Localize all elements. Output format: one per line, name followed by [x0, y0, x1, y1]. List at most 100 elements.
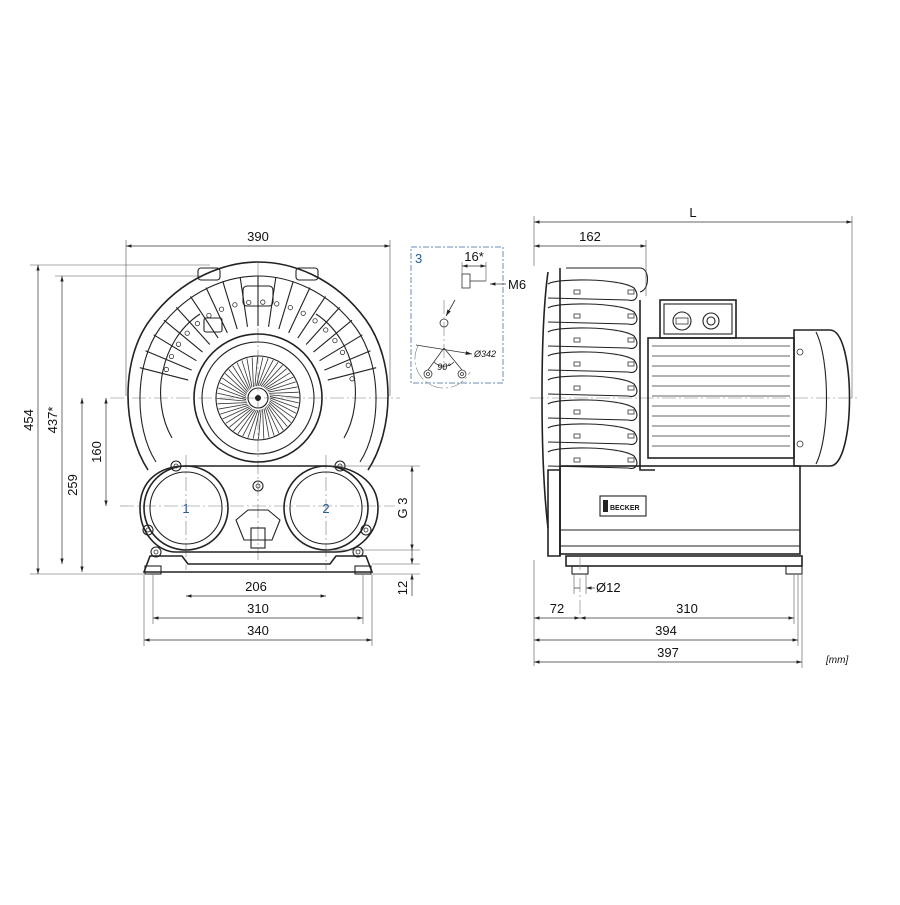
- housing-rib: [205, 287, 228, 334]
- fan-spoke: [216, 398, 247, 402]
- fan-spoke: [264, 407, 275, 436]
- housing-rib: [145, 350, 192, 371]
- fan-spoke: [228, 369, 248, 393]
- fan-spoke: [225, 407, 251, 424]
- fan-spoke: [232, 365, 249, 391]
- fan-spoke: [259, 359, 274, 387]
- dim-height-160: 160: [89, 441, 104, 463]
- housing-rib: [288, 287, 311, 334]
- housing-rib: [153, 334, 197, 362]
- rib-hole: [332, 337, 338, 344]
- fan-spoke: [218, 387, 247, 399]
- fan-spoke: [267, 405, 284, 431]
- rib-hole: [323, 327, 329, 333]
- dim-height-437: 437*: [45, 407, 60, 434]
- housing-fin: [547, 423, 638, 445]
- fan-spoke: [257, 358, 269, 387]
- fan-spoke: [220, 404, 249, 415]
- dim-offset-72: 72: [550, 601, 564, 616]
- fin-slot: [627, 433, 635, 439]
- front-view: 1 2 390 454 437* 259 160 G 3 12: [21, 229, 420, 646]
- rib-hole: [194, 320, 201, 327]
- fan-spoke: [233, 408, 254, 432]
- housing-rib: [239, 277, 249, 327]
- rib-hole: [345, 362, 351, 368]
- dim-base-394: 394: [655, 623, 677, 638]
- housing-fin: [547, 279, 638, 301]
- housing-fin: [547, 399, 638, 421]
- dim-overall-397: 397: [657, 645, 679, 660]
- housing-ribs: [139, 276, 377, 439]
- fan-spoke: [242, 409, 257, 437]
- bolt-head: [142, 524, 154, 536]
- rib-hole: [184, 330, 190, 336]
- housing-rib: [324, 350, 371, 371]
- fan-spoke: [256, 357, 264, 387]
- rib-hole: [349, 376, 355, 382]
- fan-spoke: [262, 364, 283, 388]
- fin-slot: [627, 313, 635, 319]
- bolt-heads: [142, 460, 372, 558]
- dim-foot-12: 12: [395, 581, 410, 595]
- fin-slot: [573, 289, 581, 295]
- fin-slot: [573, 433, 581, 439]
- housing-rib: [267, 277, 277, 327]
- fan-spoke: [269, 391, 299, 394]
- detail-diameter-342: Ø342: [473, 349, 496, 359]
- fan-spoke: [218, 403, 248, 410]
- fin-slot: [627, 409, 635, 415]
- rib-hole: [260, 299, 266, 305]
- housing-fin: [547, 303, 638, 325]
- rib-hole: [287, 304, 293, 311]
- bolt-head: [360, 524, 372, 536]
- housing-fin: [547, 327, 638, 349]
- fan-spoke: [247, 409, 259, 438]
- brand-logo: BECKER: [610, 505, 640, 512]
- housing-rib: [319, 334, 363, 362]
- side-view: BECKER L 162 Ø12 72 310 394 397: [530, 205, 860, 668]
- housing-rib: [175, 306, 211, 345]
- dim-feet-310: 310: [247, 601, 269, 616]
- dim-side-310: 310: [676, 601, 698, 616]
- fin-slot: [573, 409, 581, 415]
- bolt-head: [150, 546, 162, 558]
- fan-spoke: [267, 381, 296, 392]
- port-2-label: 2: [322, 501, 329, 516]
- detail-pin-16: 16*: [464, 249, 484, 264]
- housing-fin: [547, 375, 638, 397]
- bolt-head: [252, 480, 264, 492]
- fin-slot: [627, 457, 635, 463]
- fan-spokes: [216, 356, 300, 440]
- housing-fins: [547, 279, 638, 469]
- dim-base-340: 340: [247, 623, 269, 638]
- fan-spoke: [229, 408, 253, 428]
- fan-spoke: [237, 409, 256, 434]
- fan-spoke: [219, 382, 247, 397]
- dim-depth-162: 162: [579, 229, 601, 244]
- fan-spoke: [222, 377, 247, 396]
- dim-width-390: 390: [247, 229, 269, 244]
- fan-spoke: [252, 409, 260, 439]
- units-label: [mm]: [825, 655, 848, 666]
- fan-spoke: [217, 402, 247, 405]
- housing-rib: [139, 367, 189, 381]
- rib-hole: [339, 349, 346, 356]
- fan-spoke: [268, 403, 288, 427]
- fan-spoke: [236, 362, 250, 390]
- housing-rib: [222, 281, 238, 330]
- fan-spoke: [269, 399, 297, 414]
- fin-slot: [627, 289, 635, 295]
- rib-hole: [175, 341, 182, 347]
- bolt-center: [173, 463, 179, 469]
- fin-slot: [573, 337, 581, 343]
- fin-slot: [573, 457, 581, 463]
- inner-ring-left: [160, 313, 201, 439]
- bolt-center: [153, 549, 159, 555]
- bolt-head: [170, 460, 182, 472]
- detail-angle-90: 90°: [437, 362, 451, 372]
- rib-hole: [274, 301, 280, 307]
- bolt-center: [363, 527, 369, 533]
- fan-spoke: [217, 392, 247, 400]
- dim-height-259: 259: [65, 474, 80, 496]
